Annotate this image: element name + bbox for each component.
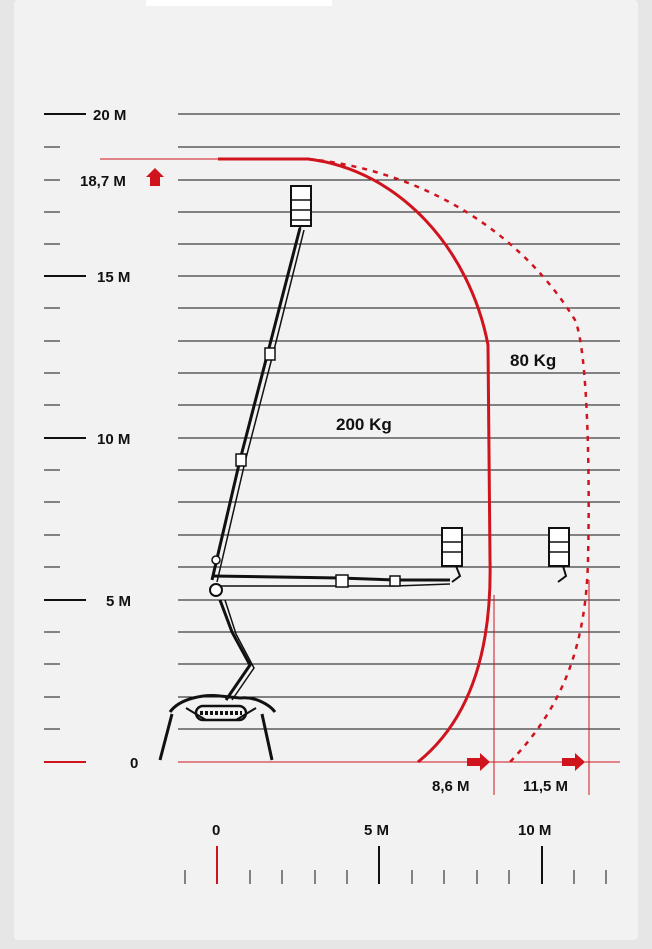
y-tick-label-15: 15 M xyxy=(97,269,130,286)
y-tick-label-0: 0 xyxy=(130,755,138,772)
x-tick-label-5: 5 M xyxy=(364,822,389,839)
max-reach-label-solid: 8,6 M xyxy=(432,778,470,795)
max-height-arrow-icon xyxy=(146,168,164,186)
x-tick-label-10: 10 M xyxy=(518,822,551,839)
x-tick-label-0: 0 xyxy=(212,822,220,839)
reach-arrow-dashed-icon xyxy=(562,753,585,771)
dashed-envelope-curve xyxy=(307,157,590,763)
solid-envelope-curve xyxy=(218,157,492,764)
y-tick-label-20: 20 M xyxy=(93,107,126,124)
x-axis: 0 5 M 10 M xyxy=(184,822,607,884)
y-axis: 20 M 18,7 M 15 M 10 M 5 M 0 xyxy=(44,107,164,772)
max-reach-label-dashed: 11,5 M xyxy=(523,778,568,795)
reach-arrow-solid-icon xyxy=(467,753,490,771)
load-label-dashed: 80 Kg xyxy=(510,351,556,370)
top-tab xyxy=(146,0,332,6)
y-tick-label-5: 5 M xyxy=(106,593,131,610)
load-label-solid: 200 Kg xyxy=(336,415,392,434)
spider-lift-illustration xyxy=(158,185,570,761)
y-tick-label-18-7: 18,7 M xyxy=(80,173,126,190)
y-tick-label-10: 10 M xyxy=(97,431,130,448)
